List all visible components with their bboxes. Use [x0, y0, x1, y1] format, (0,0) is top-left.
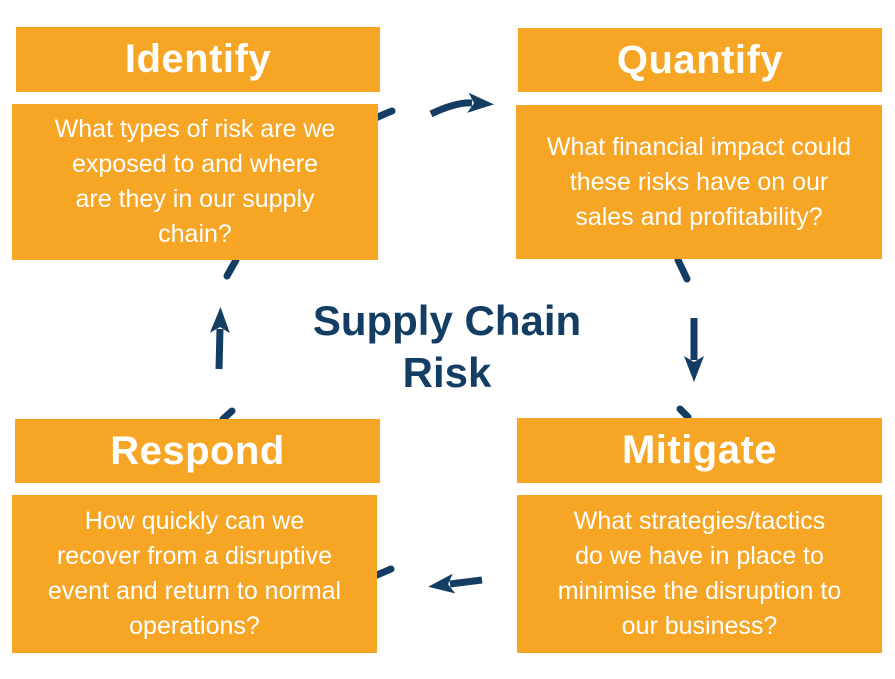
identify-description: What types of risk are we exposed to and… — [12, 104, 378, 260]
quantify-header: Quantify — [518, 28, 882, 92]
arrow-identify-to-quantify — [429, 92, 494, 118]
mitigate-description: What strategies/tactics do we have in pl… — [517, 495, 882, 653]
arrow-respond-to-identify-dash-bottom — [219, 407, 236, 423]
arrow-mitigate-to-respond — [428, 573, 483, 594]
mitigate-header: Mitigate — [517, 418, 882, 483]
respond-header: Respond — [15, 419, 380, 483]
arrow-respond-to-identify — [209, 307, 230, 370]
arrow-mitigate-to-respond-dash — [373, 565, 395, 579]
arrow-identify-to-quantify-dash — [372, 107, 396, 122]
quantify-description: What financial impact could these risks … — [516, 105, 882, 259]
diagram-title: Supply Chain Risk — [312, 297, 582, 396]
arrow-respond-to-identify-dash-top — [223, 256, 240, 280]
respond-description: How quickly can we recover from a disrup… — [12, 495, 377, 653]
arrow-quantify-to-mitigate-dash-bottom — [676, 405, 692, 421]
arrow-quantify-to-mitigate-dash-top — [674, 256, 691, 283]
identify-header: Identify — [16, 27, 380, 92]
